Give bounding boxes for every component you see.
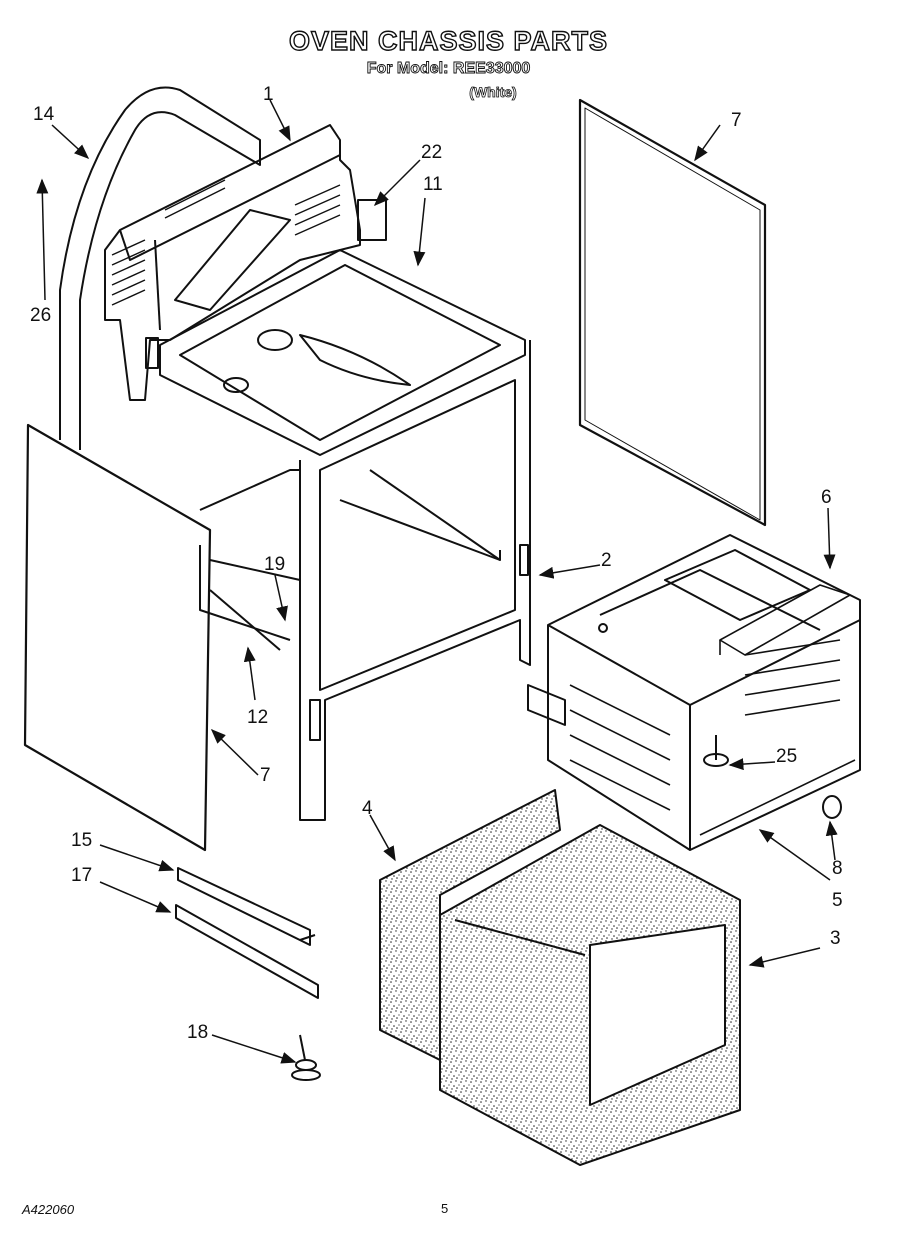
callout-5: 5 [832,890,843,911]
callout-17: 17 [71,865,93,886]
callout-3: 3 [830,928,841,949]
cooktop-support [159,249,526,456]
chassis-frame [199,340,531,821]
callout-8: 8 [832,858,843,879]
model-label: For Model: REE33000 [366,60,531,78]
callout-6: 6 [821,487,832,508]
callout-4: 4 [362,798,373,819]
leveling-leg [291,1034,321,1081]
side-rails [175,867,319,999]
callout-15: 15 [71,830,93,851]
rear-console-panel [59,86,387,450]
callout-12: 12 [247,707,269,728]
side-panel-right [578,98,767,527]
callout-7-right: 7 [731,110,742,131]
callout-26: 26 [30,305,52,326]
oven-liner [527,534,861,851]
light-lens [822,795,842,819]
document-number: A422060 [22,1202,75,1217]
callout-7-left: 7 [260,765,271,786]
page-number: 5 [441,1201,449,1216]
side-panel-left [23,423,212,852]
callout-22: 22 [421,142,443,163]
callout-19: 19 [264,554,286,575]
oven-insulation [379,789,741,1166]
callout-18: 18 [187,1022,209,1043]
callout-14: 14 [33,104,55,125]
color-label: (White) [469,84,517,101]
callout-1: 1 [263,84,274,105]
page-title: OVEN CHASSIS PARTS [288,25,609,56]
callout-25: 25 [776,746,798,767]
callout-2: 2 [601,550,612,571]
callout-11: 11 [423,174,443,195]
